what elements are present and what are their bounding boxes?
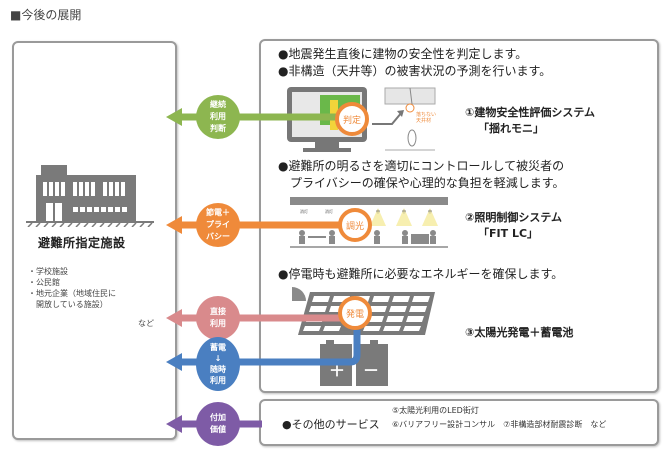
facility-panel: [12, 41, 177, 440]
arrowhead-green: [166, 108, 182, 126]
svg-text:判定: 判定: [343, 114, 361, 126]
badge-judgement: 判定: [335, 102, 369, 136]
callout-text: 天井材: [416, 117, 431, 124]
system1-subtitle: 「揺れモニ」: [478, 122, 544, 135]
facility-name: 避難所指定施設: [38, 236, 126, 250]
facility-example: 開放している施設）: [28, 300, 108, 309]
system1-title: ①建物安全性評価システム: [465, 106, 595, 119]
battery-plus-sign: ＋: [329, 361, 345, 380]
lamp-label: 消灯: [300, 208, 308, 214]
other-services-label: ●その他のサービス: [282, 418, 380, 431]
arrowhead-orange: [166, 216, 182, 234]
facility-examples: ・学校施設 ・公民館 ・地元企業（地域住民に 開放している施設）: [28, 266, 116, 310]
benefit-circle-storage-use: 蓄電 ↓ 随時 利用: [196, 337, 240, 391]
system2-title: ②照明制御システム: [465, 211, 562, 224]
svg-text:利用: 利用: [209, 318, 226, 328]
facility-example: ・公民館: [28, 278, 60, 287]
facility-example: ・学校施設: [28, 267, 68, 276]
svg-text:付加: 付加: [210, 412, 226, 422]
other-service-item: ⑤太陽光利用のLED街灯: [392, 406, 479, 415]
arrowhead-blue: [166, 353, 182, 371]
lamp-label: 中: [376, 208, 380, 214]
svg-text:利用: 利用: [209, 111, 226, 121]
svg-text:随時: 随時: [210, 364, 226, 374]
lamp-label: 中: [428, 208, 432, 214]
system2-bullet: プライバシーの確保や心理的な負担を軽減します。: [278, 176, 565, 190]
system1-bullet: ●非構造（天井等）の被害状況の予測を行います。: [278, 64, 552, 78]
benefit-circle-added-value: 付加 価値: [196, 402, 240, 446]
benefit-circle-power-privacy: 節電＋ プライ バシー: [196, 203, 240, 247]
svg-text:節電＋: 節電＋: [206, 207, 230, 217]
facility-etc: など: [138, 319, 154, 328]
connector-line-blue: [178, 330, 361, 366]
svg-text:価値: 価値: [209, 424, 226, 434]
svg-text:直接: 直接: [210, 306, 226, 316]
badge-dimming: 調光: [338, 208, 372, 242]
facility-example: ・地元企業（地域住民に: [28, 289, 116, 298]
svg-text:利用: 利用: [209, 375, 226, 385]
svg-text:プライ: プライ: [206, 219, 230, 229]
benefit-circle-continued-use: 継続 利用 判断: [196, 95, 240, 139]
page-heading: ■今後の展開: [10, 8, 82, 22]
svg-text:↓: ↓: [215, 354, 222, 363]
svg-text:判断: 判断: [210, 123, 226, 133]
lamp-label: 消灯: [325, 208, 333, 214]
lamp-label: 中: [402, 208, 406, 214]
badge-generation: 発電: [338, 296, 372, 330]
battery-minus-sign: －: [363, 361, 379, 380]
system2-bullet: ●避難所の明るさを適切にコントロールして被災者の: [278, 159, 565, 173]
system3-bullet: ●停電時も避難所に必要なエネルギーを確保します。: [278, 267, 564, 281]
callout-text: 落ちない: [416, 111, 436, 118]
svg-text:蓄電: 蓄電: [210, 342, 226, 352]
system1-bullet: ●地震発生直後に建物の安全性を判定します。: [278, 47, 528, 61]
ceiling-illustration: 落ちない 天井材: [372, 87, 436, 151]
arrowhead-pink: [166, 309, 182, 327]
other-service-item: ⑥バリアフリー設計コンサル ⑦非構造部材耐震診断 など: [392, 420, 607, 429]
other-services-list: ⑤太陽光利用のLED街灯 ⑥バリアフリー設計コンサル ⑦非構造部材耐震診断 など: [392, 404, 606, 432]
system2-subtitle: 「FIT LC」: [478, 227, 539, 240]
svg-text:バシー: バシー: [206, 232, 230, 241]
benefit-circle-direct-use: 直接 利用: [196, 296, 240, 340]
other-services-panel: [259, 399, 659, 446]
lighting-illustration: 消灯 消灯 中 中 中: [290, 197, 448, 248]
svg-text:発電: 発電: [346, 308, 364, 320]
building-icon: [26, 165, 154, 227]
arrowhead-purple: [166, 415, 182, 433]
system3-title: ③太陽光発電＋蓄電池: [465, 326, 574, 339]
svg-text:調光: 調光: [346, 220, 364, 232]
svg-text:継続: 継続: [210, 99, 226, 109]
